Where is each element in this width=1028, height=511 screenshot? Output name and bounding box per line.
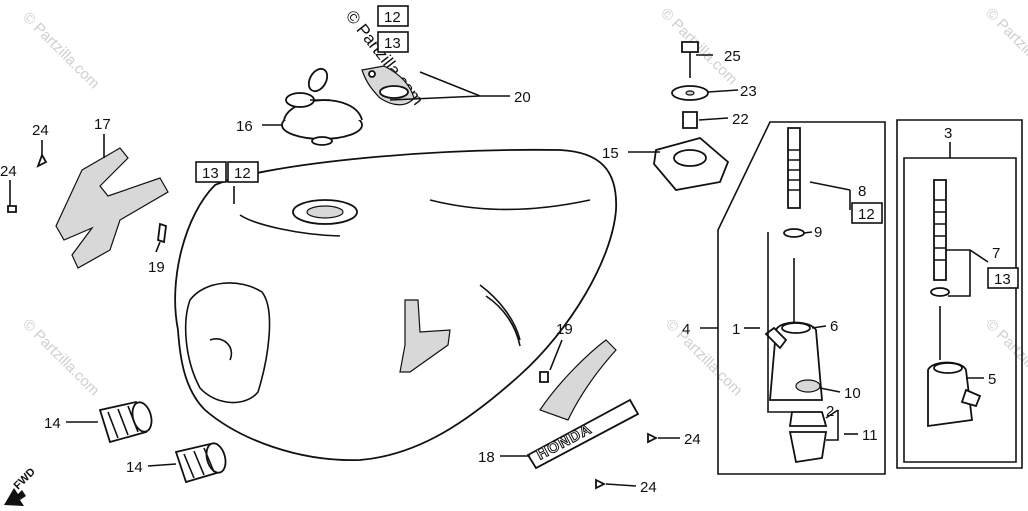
callout-label: 22 — [732, 111, 749, 128]
callout-label: 18 — [478, 449, 495, 466]
watermark: © Partzilla.com — [19, 316, 102, 399]
tank-badge-left — [55, 147, 169, 269]
callout-label: 23 — [740, 83, 757, 100]
callout-label: 1 — [732, 321, 740, 338]
callout-label: 10 — [844, 385, 861, 402]
callout-label: 3 — [944, 125, 952, 142]
callout-label: 8 — [858, 183, 866, 200]
callout-label: 19 — [556, 321, 573, 338]
fuel-cap — [281, 67, 363, 146]
callout-label: 7 — [992, 245, 1000, 262]
rubber-bushings — [98, 400, 227, 484]
leader-lines — [9, 54, 989, 487]
fuel-petcock-assembly-left — [717, 121, 886, 475]
watermark: © Partzilla.com — [657, 5, 740, 88]
callout-label: 14 — [44, 415, 61, 432]
callout-label: 25 — [724, 48, 741, 65]
watermark: © Partzilla.com — [982, 5, 1028, 88]
honda-emblem: HONDA — [526, 339, 640, 470]
callout-label: 20 — [514, 89, 531, 106]
ref-box: 12 — [384, 9, 401, 26]
callout-label: 2 — [826, 403, 834, 420]
ref-box: 13 — [994, 271, 1011, 288]
callout-label: 16 — [236, 118, 253, 135]
callout-label: 24 — [32, 122, 49, 139]
ref-box: 12 — [234, 165, 251, 182]
ref-box: 13 — [384, 35, 401, 52]
callout-label: 15 — [602, 145, 619, 162]
boxed-refs: 12 13 13 12 12 13 — [195, 5, 1019, 289]
callout-label: 5 — [988, 371, 996, 388]
watermark: © Partzilla.com — [19, 9, 102, 92]
callout-label: 4 — [682, 321, 690, 338]
fwd-arrow: FWD — [4, 466, 38, 506]
fuel-petcock-assembly-right — [896, 119, 1023, 469]
callout-label: 6 — [830, 318, 838, 335]
callout-label: 17 — [94, 116, 111, 133]
callout-label: 24 — [684, 431, 701, 448]
callout-label: 9 — [814, 224, 822, 241]
cap-gasket — [361, 65, 415, 106]
bracket-assembly — [653, 41, 730, 191]
small-screws — [7, 152, 659, 490]
fwd-label: FWD — [12, 466, 38, 492]
callout-label: 14 — [126, 459, 143, 476]
callout-label: 19 — [148, 259, 165, 276]
callout-label: 24 — [0, 163, 17, 180]
ref-box: 12 — [858, 206, 875, 223]
callout-label: 11 — [862, 427, 878, 444]
callout-label: 24 — [640, 479, 657, 496]
callout-numbers: 25 23 22 15 20 16 17 24 24 19 19 14 14 1… — [0, 48, 1000, 496]
ref-box: 13 — [202, 165, 219, 182]
